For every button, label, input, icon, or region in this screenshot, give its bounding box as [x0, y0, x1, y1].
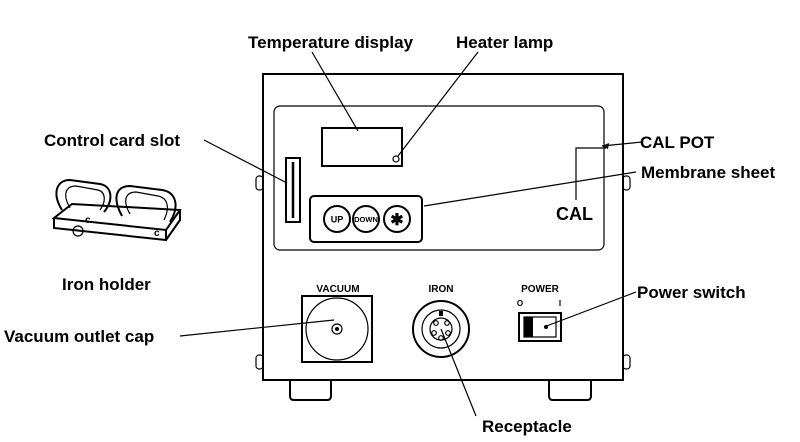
- membrane-sheet-callout: Membrane sheet: [641, 163, 775, 182]
- temperature-display: [321, 127, 403, 167]
- power-switch[interactable]: [518, 312, 562, 342]
- temperature-display-callout: Temperature display: [248, 33, 414, 52]
- cal-label: CAL: [556, 204, 593, 224]
- iron-holder-callout: Iron holder: [62, 275, 151, 294]
- power-label: POWER: [521, 284, 560, 295]
- heater-lamp-callout: Heater lamp: [456, 33, 553, 52]
- star-button[interactable]: ✱: [383, 205, 411, 233]
- iron-holder-illustration: c c: [51, 178, 182, 242]
- unit-body: [255, 73, 631, 401]
- membrane-panel: [273, 105, 605, 251]
- vacuum-label: VACUUM: [316, 284, 359, 295]
- power-off-mark: O: [517, 299, 523, 308]
- receptacle-callout: Receptacle: [482, 417, 572, 436]
- iron-label: IRON: [429, 284, 454, 295]
- down-button[interactable]: DOWN: [352, 205, 380, 233]
- control-card-slot-callout: Control card slot: [44, 131, 180, 150]
- up-button[interactable]: UP: [323, 205, 351, 233]
- button-strip: [309, 195, 423, 243]
- heater-lamp: [392, 155, 400, 163]
- cal-pot-callout: CAL POT: [640, 133, 715, 152]
- down-button-label: DOWN: [354, 215, 378, 224]
- power-on-mark: I: [559, 299, 561, 308]
- control-card-slot[interactable]: [285, 157, 301, 223]
- up-button-label: UP: [331, 215, 344, 225]
- svg-text:c: c: [154, 228, 160, 239]
- svg-text:c: c: [85, 215, 91, 226]
- iron-receptacle[interactable]: [412, 300, 470, 358]
- power-switch-callout: Power switch: [637, 283, 746, 302]
- vacuum-outlet-cap-callout: Vacuum outlet cap: [4, 327, 154, 346]
- cal-pot[interactable]: [575, 147, 606, 200]
- leader-lines: [179, 51, 643, 417]
- vacuum-outlet-cap[interactable]: [301, 295, 373, 363]
- star-icon: ✱: [390, 212, 403, 229]
